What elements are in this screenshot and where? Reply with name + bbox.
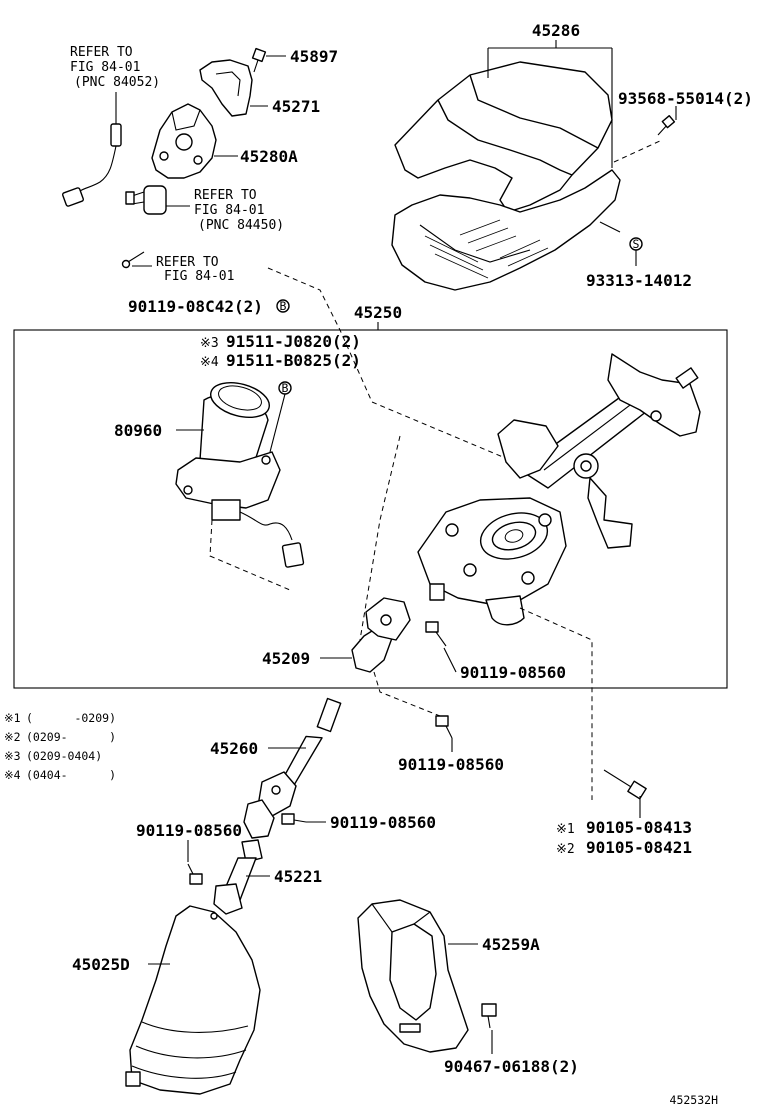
refer-84450-line1: REFER TO — [194, 188, 257, 203]
bolt-90119-08560-icon-d — [187, 863, 203, 885]
assembly-45250-frame — [13, 329, 728, 689]
steering-column-assembly — [417, 353, 701, 626]
label-90105-08413: 90105-08413 — [586, 818, 692, 837]
label-90119-08560-d: 90119-08560 — [136, 821, 242, 840]
label-90119-08560-a: 90119-08560 — [460, 663, 566, 682]
label-45250: 45250 — [354, 303, 402, 322]
legend-2-range: (0209- ) — [26, 730, 116, 744]
intermediate-joint-45209 — [351, 597, 411, 673]
legend: ※1 ( -0209) ※2 (0209- ) ※3 (0209-0404) ※… — [4, 711, 116, 782]
label-90467-06188: 90467-06188(2) — [444, 1057, 579, 1076]
legend-2-mark: ※2 — [4, 730, 21, 744]
label-45025D: 45025D — [72, 955, 130, 974]
legend-1-mark: ※1 — [4, 711, 21, 725]
intermediate-shaft-45260 — [243, 697, 342, 839]
label-91511-J0820: 91511-J0820(2) — [226, 332, 361, 351]
legend-1-range: ( -0209) — [26, 711, 116, 725]
bolt-90119-08560-icon-b — [435, 715, 453, 739]
circle-mark-s-text: S — [633, 237, 640, 251]
motor-80960 — [175, 382, 305, 568]
legend-3-mark: ※3 — [4, 749, 21, 763]
screw-90467-icon — [481, 1003, 497, 1029]
label-45280A: 45280A — [240, 147, 298, 166]
refer-pin-line1: REFER TO — [156, 255, 219, 270]
note-mark-1: ※1 — [556, 822, 575, 837]
label-45221: 45221 — [274, 867, 322, 886]
label-93313-14012: 93313-14012 — [586, 271, 692, 290]
pin-icon — [121, 251, 145, 269]
universal-joint-45221 — [213, 839, 263, 915]
refer-84450-line3: (PNC 84450) — [198, 218, 284, 233]
note-mark-2: ※2 — [556, 842, 575, 857]
switch-body-45280a — [151, 103, 217, 179]
bolt-90119-08560-icon-a — [425, 621, 447, 647]
label-80960: 80960 — [114, 421, 162, 440]
refer-84052-line3: (PNC 84052) — [74, 75, 160, 90]
label-90119-08560-b: 90119-08560 — [398, 755, 504, 774]
legend-4-range: (0404- ) — [26, 768, 116, 782]
circle-mark-b-2-text: B — [282, 381, 289, 395]
bolt-90105-icon — [603, 769, 647, 800]
screw-93568-icon — [657, 115, 676, 136]
label-90119-08C42: 90119-08C42(2) — [128, 297, 263, 316]
label-45897: 45897 — [290, 47, 338, 66]
label-45209: 45209 — [262, 649, 310, 668]
bolt-90119-08560-icon-c — [281, 813, 307, 825]
circle-mark-b — [276, 299, 290, 313]
refer-pin-line2: FIG 84-01 — [164, 269, 234, 284]
screw-45897-icon — [251, 47, 267, 73]
bracket-45271 — [199, 59, 253, 117]
column-cover-upper-45286 — [394, 61, 613, 213]
legend-3-range: (0209-0404) — [26, 749, 102, 763]
figure-code: 452532H — [670, 1093, 719, 1107]
label-45259A: 45259A — [482, 935, 540, 954]
column-hole-cover-45259a — [357, 899, 469, 1053]
label-90105-08421: 90105-08421 — [586, 838, 692, 857]
harness-sensor-84052 — [62, 123, 122, 207]
transponder-84450 — [125, 185, 167, 215]
label-45260: 45260 — [210, 739, 258, 758]
label-45271: 45271 — [272, 97, 320, 116]
legend-4-mark: ※4 — [4, 768, 21, 782]
label-91511-B0825: 91511-B0825(2) — [226, 351, 361, 370]
label-93568-55014: 93568-55014(2) — [618, 89, 753, 108]
label-45286: 45286 — [532, 21, 580, 40]
circle-mark-b-text: B — [280, 299, 287, 313]
note-mark-3: ※3 — [200, 336, 219, 351]
circle-mark-s — [629, 237, 643, 251]
boot-45025d — [125, 905, 261, 1095]
label-90119-08560-c: 90119-08560 — [330, 813, 436, 832]
refer-84052-line2: FIG 84-01 — [70, 60, 140, 75]
refer-84052-line1: REFER TO — [70, 45, 133, 60]
refer-84450-line2: FIG 84-01 — [194, 203, 264, 218]
column-cover-lower — [391, 169, 621, 291]
note-mark-4: ※4 — [200, 355, 219, 370]
